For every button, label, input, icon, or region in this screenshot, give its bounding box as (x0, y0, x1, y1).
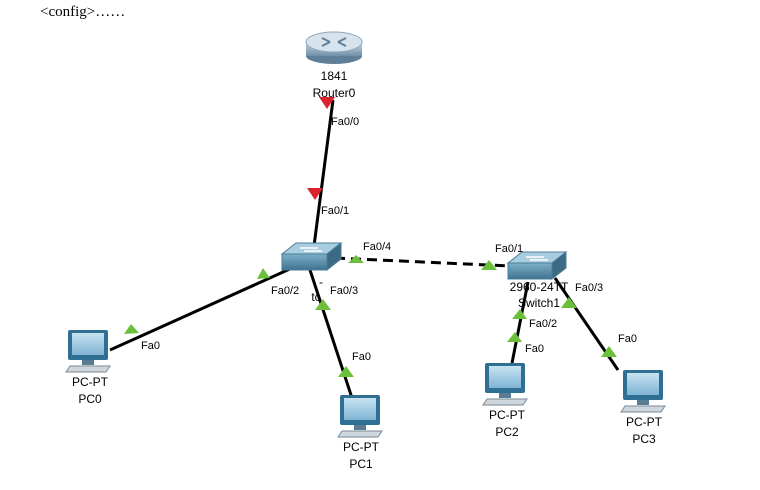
pc2-model-label: PC-PT (489, 408, 526, 422)
port-label: Fa0/0 (331, 116, 359, 128)
pc0-device[interactable] (65, 330, 111, 373)
switch-arrows-icon (300, 247, 322, 252)
port-labels: Fa0/0 Fa0/1 Fa0/4 Fa0/1 Fa0/2 Fa0/3 Fa0/… (141, 116, 637, 363)
link-up-marker (601, 346, 617, 357)
link-up-marker (512, 309, 527, 319)
header-text: <config>…… (40, 4, 126, 20)
pc2-name-label: PC2 (495, 425, 519, 439)
router-arrows-icon (321, 37, 347, 47)
port-label: Fa0 (141, 340, 160, 352)
link-down-marker (319, 97, 335, 109)
port-label: Fa0/2 (271, 285, 299, 297)
port-label: Fa0 (352, 351, 371, 363)
port-label: Fa0/3 (575, 282, 603, 294)
port-label: Fa0/2 (529, 318, 557, 330)
port-label: Fa0/1 (321, 205, 349, 217)
cable-switch0-pc0[interactable] (109, 266, 293, 352)
switch-arrows-icon (526, 256, 548, 261)
port-label: Fa0/4 (363, 241, 391, 253)
pc1-device[interactable] (337, 395, 383, 438)
router-name-label: Router0 (313, 86, 356, 100)
link-down-marker (307, 188, 323, 200)
switch1-device[interactable] (506, 250, 568, 281)
link-up-marker (124, 324, 139, 334)
pc1-name-label: PC1 (349, 457, 373, 471)
port-label: Fa0 (525, 343, 544, 355)
link-up-marker (348, 255, 364, 263)
link-up-marker (481, 260, 497, 270)
pc0-model-label: PC-PT (72, 375, 109, 389)
pc3-model-label: PC-PT (626, 415, 663, 429)
switch0-name-label: tc (311, 290, 320, 304)
pc2-device[interactable] (482, 363, 528, 406)
pc1-model-label: PC-PT (343, 440, 380, 454)
switch1-name-label: Switch1 (518, 296, 560, 310)
pc0-name-label: PC0 (78, 392, 102, 406)
switch0-device[interactable] (280, 241, 343, 272)
link-up-marker (507, 332, 522, 342)
port-label: Fa0 (618, 333, 637, 345)
router-device[interactable] (305, 31, 363, 64)
router-model-label: 1841 (321, 69, 348, 83)
link-up-marker (338, 366, 354, 377)
link-up-marker (257, 268, 270, 279)
cable-switch0-switch1[interactable] (334, 256, 511, 268)
cable-router-switch0[interactable] (312, 99, 335, 247)
port-label: Fa0/3 (330, 285, 358, 297)
link-up-marker (315, 299, 331, 310)
link-up-marker (561, 297, 577, 308)
pc3-name-label: PC3 (632, 432, 656, 446)
cable-switch1-pc2[interactable] (510, 281, 530, 364)
port-label: Fa0/1 (495, 243, 523, 255)
switch1-model-label: 2960-24TT (510, 280, 569, 294)
pc3-device[interactable] (620, 370, 666, 413)
link-markers (124, 97, 617, 377)
switch0-model-label: - (319, 275, 323, 289)
